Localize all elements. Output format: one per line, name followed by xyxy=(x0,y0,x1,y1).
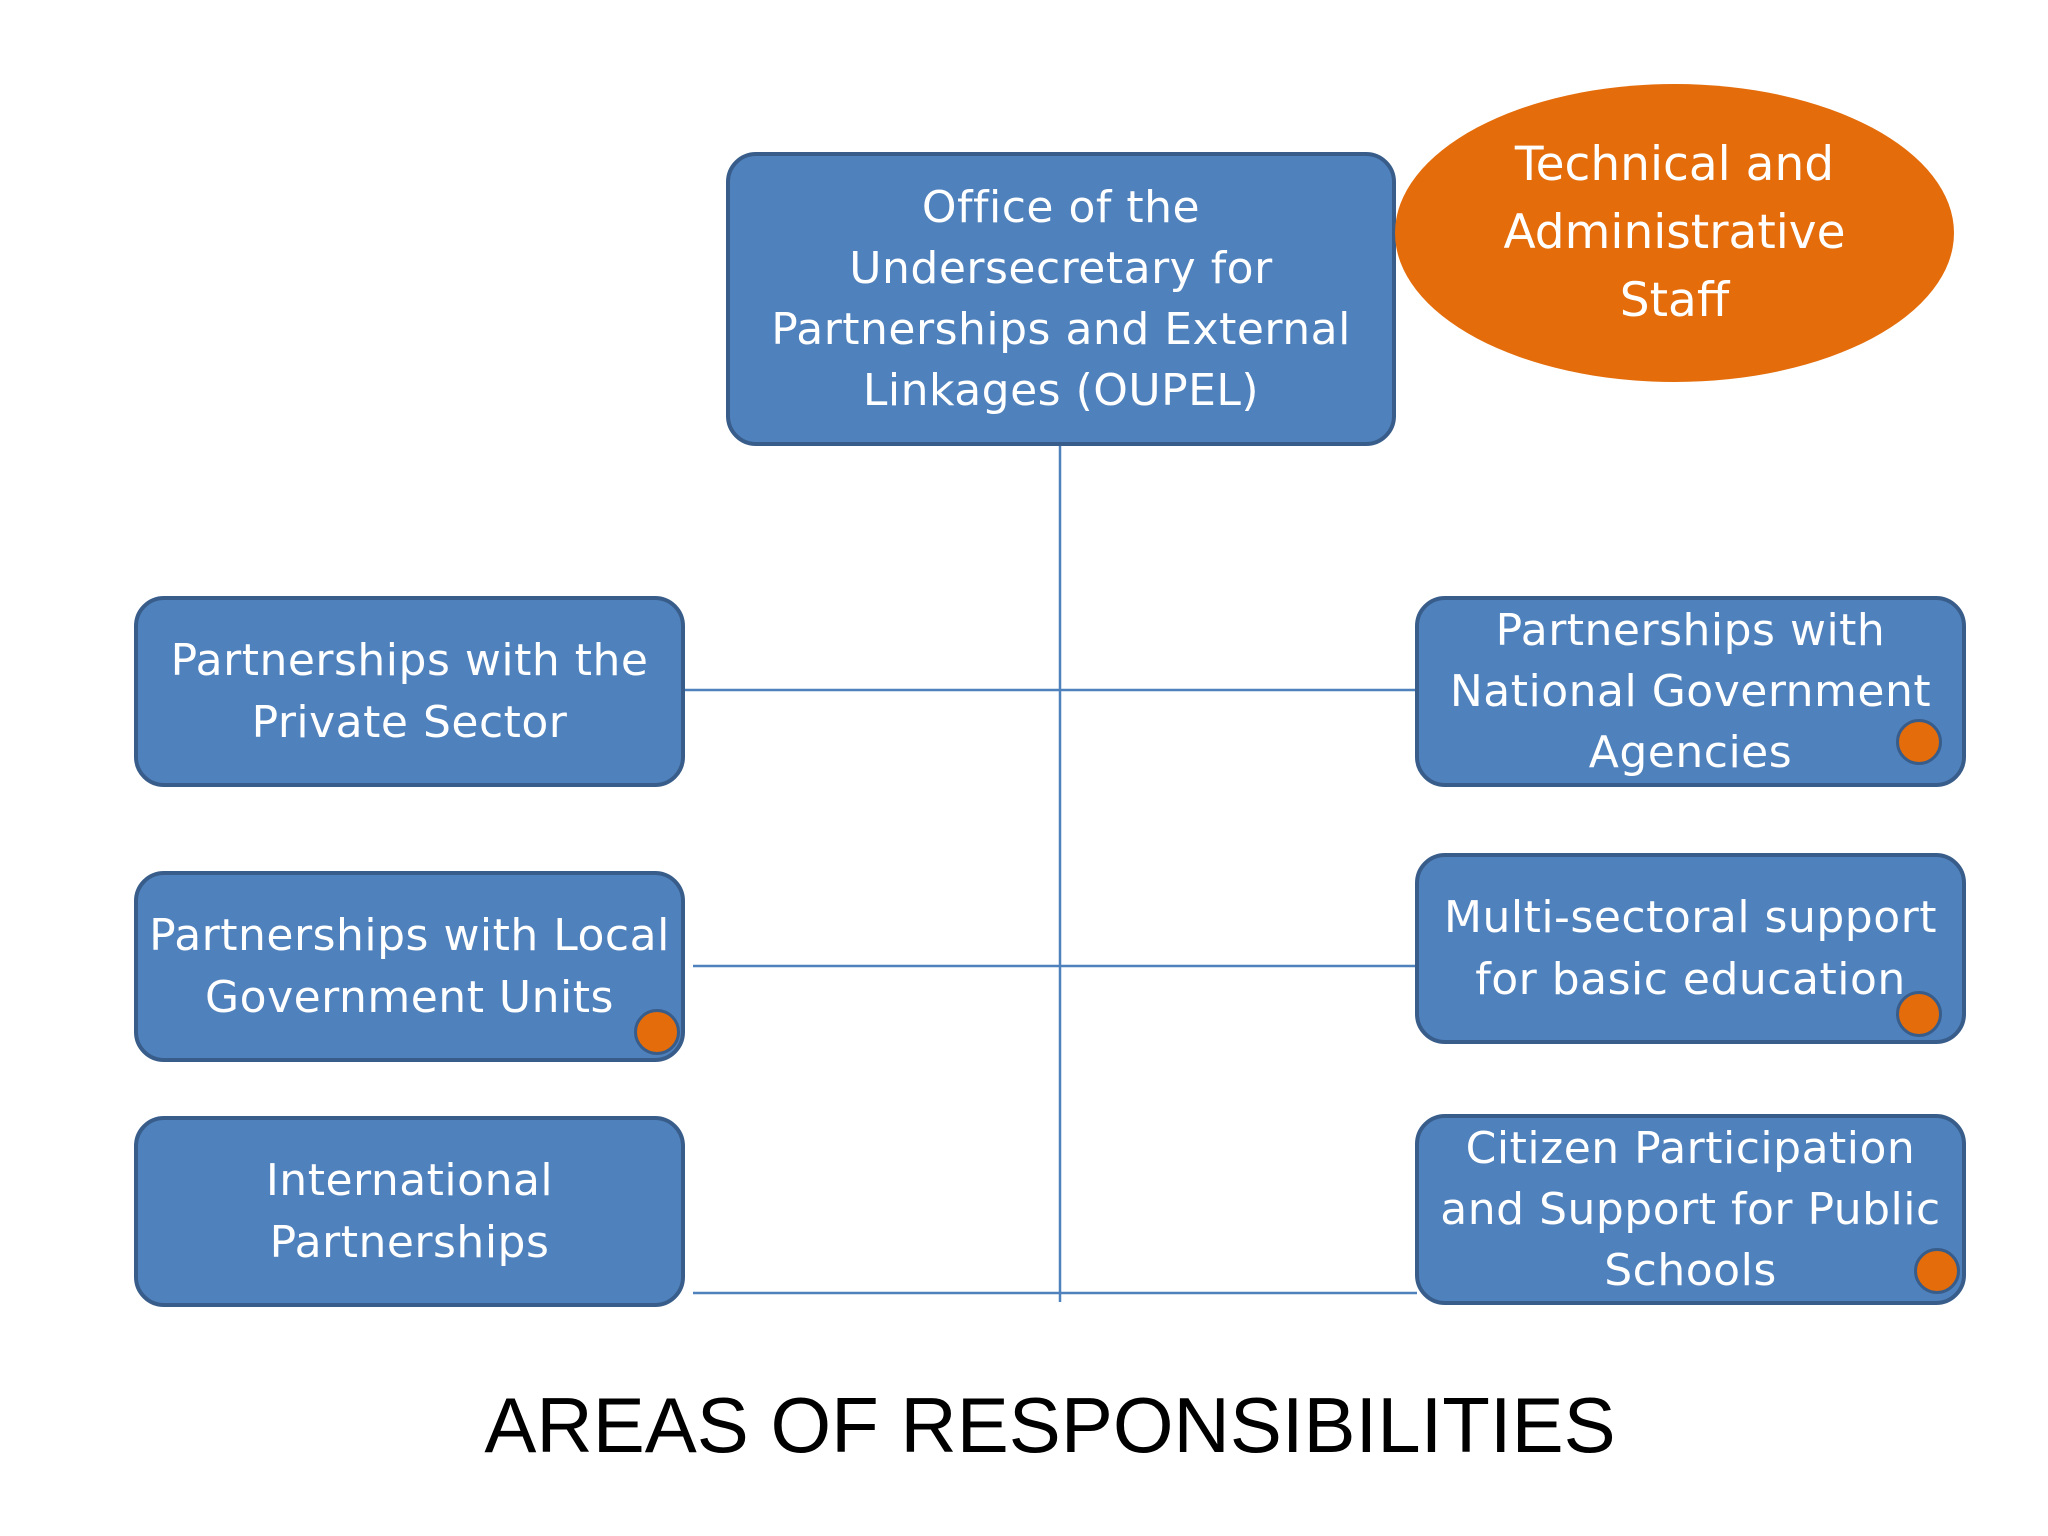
root-office-label: Office of the Undersecretary for Partner… xyxy=(771,181,1351,417)
unit-citizen-participation-box: Citizen Participation and Support for Pu… xyxy=(1415,1114,1966,1305)
technical-staff-label: Technical and Administrative Staff xyxy=(1503,136,1846,329)
diagram-title: AREAS OF RESPONSIBILITIES xyxy=(484,1381,1616,1469)
unit-local-government-box: Partnerships with Local Government Units xyxy=(134,871,685,1062)
unit-citizen-participation-label: Citizen Participation and Support for Pu… xyxy=(1440,1122,1941,1297)
root-office-box: Office of the Undersecretary for Partner… xyxy=(726,152,1396,446)
unit-private-sector-label: Partnerships with the Private Sector xyxy=(170,635,649,748)
unit-national-agencies-box: Partnerships with National Government Ag… xyxy=(1415,596,1966,787)
unit-international-label: International Partnerships xyxy=(265,1155,554,1268)
orange-dot-icon xyxy=(1896,719,1942,765)
unit-national-agencies-label: Partnerships with National Government Ag… xyxy=(1449,604,1932,779)
orange-dot-icon xyxy=(1896,991,1942,1037)
unit-multisectoral-box: Multi-sectoral support for basic educati… xyxy=(1415,853,1966,1044)
unit-local-government-label: Partnerships with Local Government Units xyxy=(149,910,670,1023)
unit-multisectoral-label: Multi-sectoral support for basic educati… xyxy=(1444,892,1937,1005)
unit-international-box: International Partnerships xyxy=(134,1116,685,1307)
technical-staff-ellipse: Technical and Administrative Staff xyxy=(1395,84,1954,382)
unit-private-sector-box: Partnerships with the Private Sector xyxy=(134,596,685,787)
orange-dot-icon xyxy=(634,1009,680,1055)
orange-dot-icon xyxy=(1914,1248,1960,1294)
